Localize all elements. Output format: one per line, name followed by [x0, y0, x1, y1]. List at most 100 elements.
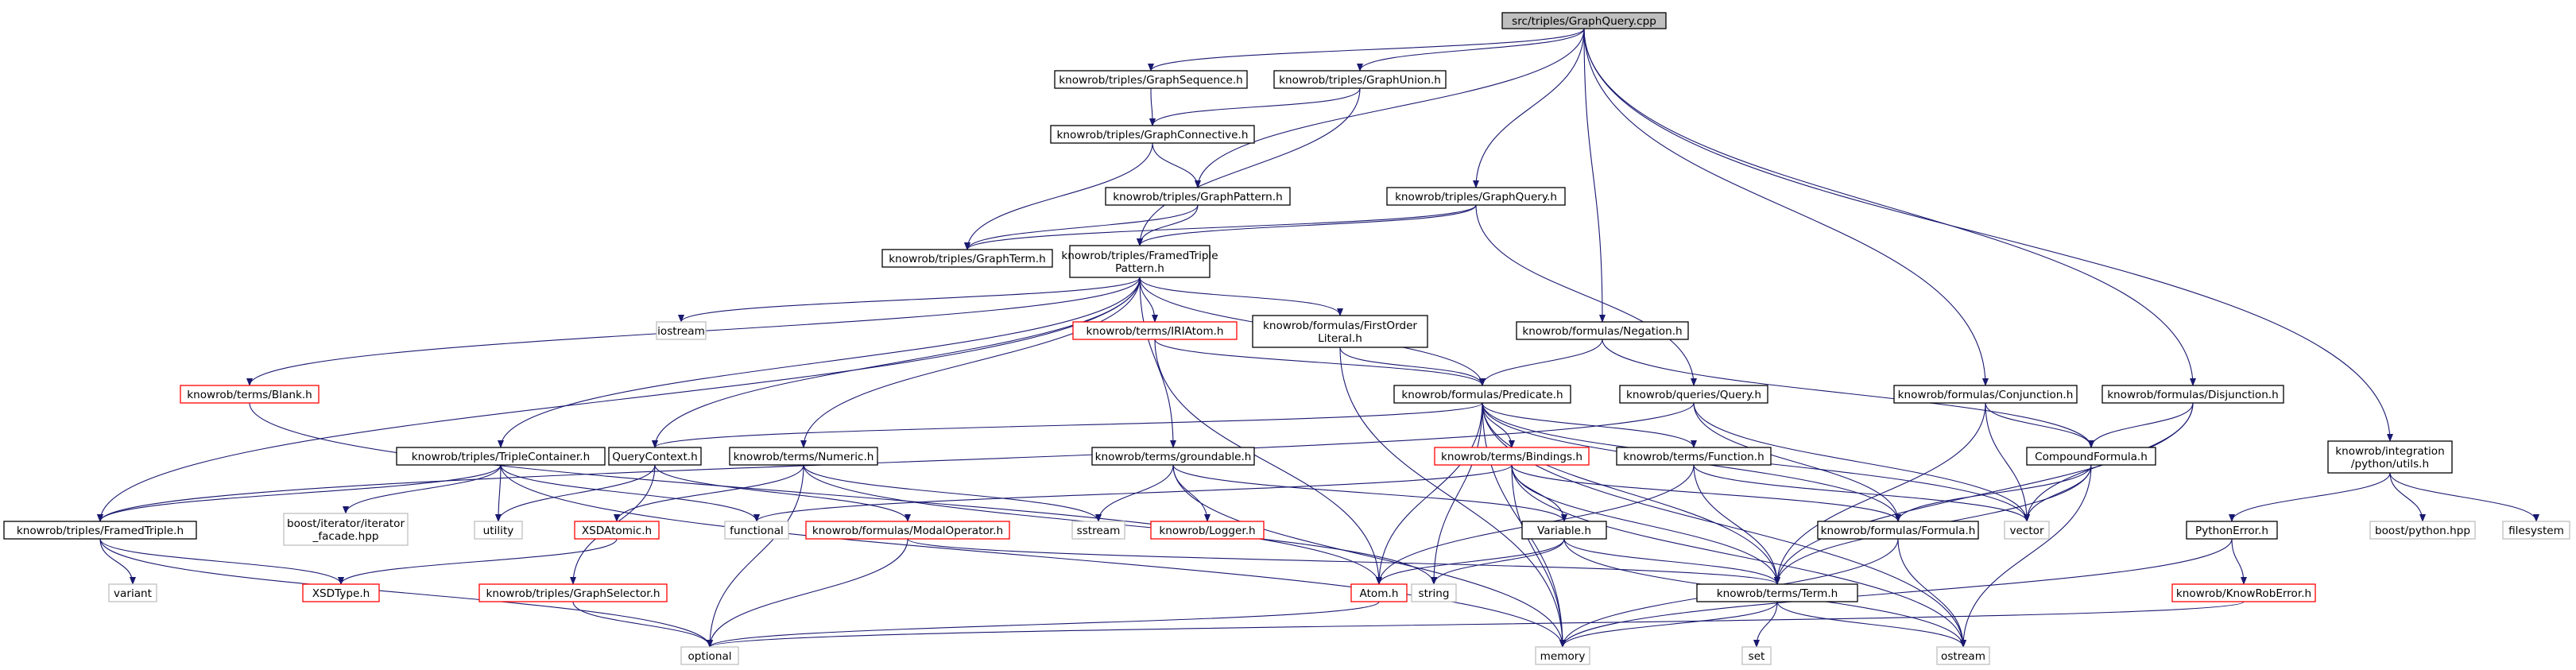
node-pyerror[interactable]: PythonError.h [2186, 521, 2278, 540]
edge-triplecont-to-utility [495, 464, 502, 522]
node-iriatom[interactable]: knowrob/terms/IRIAtom.h [1072, 321, 1238, 340]
node-label: _facade.hpp [312, 530, 379, 543]
node-bindings[interactable]: knowrob/terms/Bindings.h [1434, 447, 1590, 466]
node-label: knowrob/formulas/Formula.h [1821, 525, 1976, 537]
node-box [1273, 70, 1447, 89]
edge-fol-to-memory [1339, 347, 1566, 648]
edge-term-to-ostream [1776, 601, 1966, 648]
node-groundable[interactable]: knowrob/terms/groundable.h [1091, 447, 1255, 466]
node-triplecont[interactable]: knowrob/triples/TripleContainer.h [396, 447, 606, 466]
edge-ftp-to-groundable [1139, 277, 1176, 448]
node-label: Literal.h [1318, 332, 1362, 345]
node-atom[interactable]: Atom.h [1350, 583, 1408, 602]
node-conj[interactable]: knowrob/formulas/Conjunction.h [1893, 385, 2078, 404]
node-gunion[interactable]: knowrob/triples/GraphUnion.h [1273, 70, 1447, 89]
node-gqueryh[interactable]: knowrob/triples/GraphQuery.h [1386, 187, 1566, 206]
node-box [2186, 521, 2278, 540]
edge-negation-to-predicate [1479, 339, 1603, 386]
node-label: ostream [1941, 650, 1985, 663]
node-gselector[interactable]: knowrob/triples/GraphSelector.h [478, 583, 668, 602]
node-label: knowrob/terms/Bindings.h [1441, 451, 1582, 463]
node-krerror[interactable]: knowrob/KnowRobError.h [2171, 583, 2316, 602]
node-label: knowrob/triples/GraphSequence.h [1059, 74, 1243, 87]
node-qctx[interactable]: QueryContext.h [608, 447, 702, 466]
edge-root-to-conj [1583, 28, 1989, 386]
edge-queryh-to-vector [1693, 402, 2030, 522]
node-pyutils[interactable]: knowrob/integration/python/utils.h [2327, 440, 2453, 474]
node-box [478, 583, 668, 602]
node-box [1071, 521, 1125, 540]
node-compound[interactable]: CompoundFormula.h [2026, 447, 2156, 466]
edge-pyerror-to-memory [1559, 538, 2233, 648]
node-box [1386, 187, 1566, 206]
node-blank[interactable]: knowrob/terms/Blank.h [180, 385, 320, 404]
node-modalop[interactable]: knowrob/formulas/ModalOperator.h [805, 521, 1010, 540]
edge-root-to-gunion [1357, 28, 1585, 72]
node-functional: functional [724, 521, 789, 540]
node-box [729, 447, 878, 466]
node-box [1252, 315, 1428, 348]
node-box [1393, 385, 1571, 404]
edge-predicate-to-term [1482, 402, 1780, 585]
edge-variable-to-atom [1376, 538, 1565, 585]
node-box [1105, 187, 1291, 206]
edge-conj-to-vector [1985, 402, 2030, 522]
node-queryh[interactable]: knowrob/queries/Query.h [1619, 385, 1768, 404]
node-function[interactable]: knowrob/terms/Function.h [1616, 447, 1772, 466]
node-variable[interactable]: Variable.h [1521, 521, 1607, 540]
node-box [2327, 440, 2453, 474]
node-gconn[interactable]: knowrob/triples/GraphConnective.h [1050, 125, 1255, 144]
node-box [108, 583, 157, 602]
node-box [3, 521, 197, 540]
node-label: knowrob/formulas/Conjunction.h [1898, 389, 2074, 401]
node-gpattern[interactable]: knowrob/triples/GraphPattern.h [1105, 187, 1291, 206]
node-negation[interactable]: knowrob/formulas/Negation.h [1516, 321, 1689, 340]
edge-function-to-term [1693, 464, 1780, 585]
node-box [608, 447, 702, 466]
node-box [1893, 385, 2078, 404]
edge-root-to-gpattern [1195, 28, 1585, 188]
node-box [1054, 70, 1248, 89]
node-label: vector [2009, 525, 2044, 537]
edge-atom-to-optional [707, 601, 1380, 648]
node-xsdtype[interactable]: XSDType.h [302, 583, 380, 602]
node-framedtriple[interactable]: knowrob/triples/FramedTriple.h [3, 521, 197, 540]
node-predicate[interactable]: knowrob/formulas/Predicate.h [1393, 385, 1571, 404]
node-box [1516, 321, 1689, 340]
edge-ftp-to-qctx [652, 277, 1141, 448]
node-box [302, 583, 380, 602]
edge-bindings-to-functional [753, 464, 1513, 522]
node-formula[interactable]: knowrob/formulas/Formula.h [1817, 521, 1979, 540]
edge-modalop-to-optional [707, 538, 908, 648]
node-box [1411, 583, 1457, 602]
edge-gpattern-to-gterm [964, 204, 1199, 250]
node-box [2101, 385, 2284, 404]
node-label: sstream [1077, 525, 1121, 537]
node-box [1696, 583, 1858, 602]
edge-gseq-to-gconn [1149, 87, 1156, 126]
node-numeric[interactable]: knowrob/terms/Numeric.h [729, 447, 878, 466]
node-term[interactable]: knowrob/terms/Term.h [1696, 583, 1858, 602]
node-label: Pattern.h [1115, 262, 1164, 275]
node-label: knowrob/terms/Function.h [1623, 451, 1764, 463]
node-ostream: ostream [1936, 646, 1990, 665]
node-disj[interactable]: knowrob/formulas/Disjunction.h [2101, 385, 2284, 404]
node-label: QueryContext.h [612, 451, 698, 463]
node-root[interactable]: src/triples/GraphQuery.cpp [1501, 12, 1667, 29]
node-box [1050, 125, 1255, 144]
node-label: knowrob/triples/GraphPattern.h [1113, 191, 1282, 203]
edge-variable-to-term [1563, 538, 1780, 585]
edge-predicate-to-function [1482, 402, 1697, 448]
node-xsdatomic[interactable]: XSDAtomic.h [574, 521, 660, 540]
edge-variable-to-string [1431, 538, 1565, 585]
node-logger[interactable]: knowrob/Logger.h [1150, 521, 1265, 540]
node-gseq[interactable]: knowrob/triples/GraphSequence.h [1054, 70, 1248, 89]
node-boostiter: boost/iterator/iterator_facade.hpp [283, 513, 409, 546]
node-label: knowrob/Logger.h [1159, 525, 1255, 537]
node-gterm[interactable]: knowrob/triples/GraphTerm.h [881, 249, 1053, 268]
edge-term-to-memory [1559, 601, 1778, 648]
edge-numeric-to-xsdatomic [614, 464, 804, 522]
node-box [1072, 321, 1238, 340]
